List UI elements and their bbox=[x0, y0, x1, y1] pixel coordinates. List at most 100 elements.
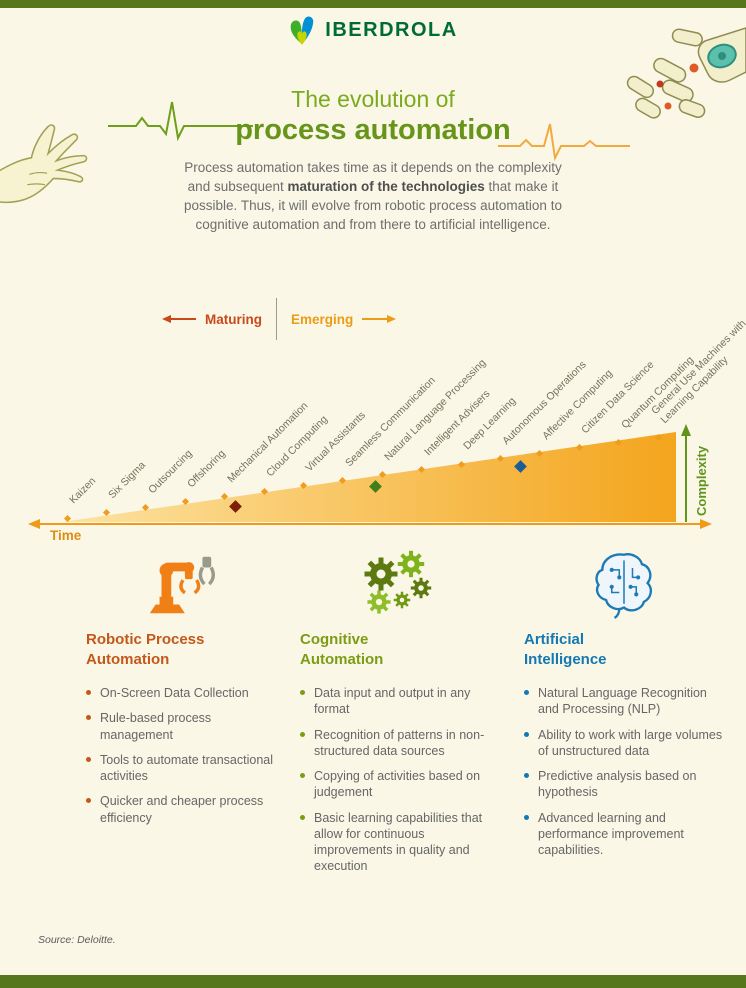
slope-dot bbox=[536, 449, 544, 457]
iberdrola-logo-icon bbox=[290, 16, 314, 45]
bullet-text: Data input and output in any format bbox=[314, 686, 471, 717]
time-axis-left-arrow-icon bbox=[28, 519, 40, 529]
bullet-item: Recognition of patterns in non-structure… bbox=[300, 727, 500, 760]
intro-paragraph: Process automation takes time as it depe… bbox=[178, 158, 568, 235]
title-line-1: The evolution of bbox=[291, 86, 455, 112]
gears-icon bbox=[357, 548, 436, 619]
title-line-2: process automation bbox=[235, 114, 511, 146]
bullet-item: Data input and output in any format bbox=[300, 685, 500, 718]
technology-label: Deep Learning bbox=[461, 395, 519, 453]
bullet-item: Predictive analysis based on hypothesis bbox=[524, 768, 724, 801]
bullet-dot bbox=[86, 715, 91, 721]
column-title: Robotic Process Automation bbox=[86, 631, 205, 668]
bullet-dot bbox=[86, 798, 91, 804]
bullet-text: Basic learning capabilities that allow f… bbox=[314, 810, 483, 874]
bullet-text: Rule-based process management bbox=[100, 711, 212, 742]
slope-dot bbox=[339, 476, 347, 484]
phase-marker-diamond bbox=[369, 480, 383, 493]
heartbeat-line-orange-icon bbox=[498, 123, 630, 162]
slope-dot bbox=[260, 487, 268, 495]
bullet-dot bbox=[524, 690, 529, 695]
bullet-dot bbox=[300, 690, 305, 695]
complexity-wedge bbox=[62, 432, 676, 522]
bullet-text: Predictive analysis based on hypothesis bbox=[538, 769, 697, 800]
maturity-legend: Maturing Emerging bbox=[162, 298, 397, 340]
technology-label: Virtual Assistants bbox=[303, 409, 369, 475]
slope-dot bbox=[102, 509, 110, 517]
column-title: Artificial Intelligence bbox=[524, 631, 607, 668]
slope-dot bbox=[418, 465, 426, 473]
technology-label: Mechanical Automation bbox=[224, 399, 310, 485]
technology-label: Offshoring bbox=[185, 447, 228, 491]
emerging-label: Emerging bbox=[291, 311, 354, 327]
phase-marker-diamond bbox=[229, 500, 243, 513]
technology-label: Kaizen bbox=[67, 475, 99, 507]
technology-label: Seamless Communication bbox=[342, 374, 438, 469]
bullet-item: Natural Language Recognition and Process… bbox=[524, 685, 724, 718]
maturing-arrow-icon bbox=[162, 315, 196, 323]
time-axis-right-arrow-icon bbox=[700, 519, 712, 529]
bullet-dot bbox=[524, 731, 529, 737]
bullet-item: Tools to automate transactional activiti… bbox=[86, 752, 276, 785]
bullet-text: Recognition of patterns in non-structure… bbox=[314, 727, 485, 758]
column-bullet-list: Natural Language Recognition and Process… bbox=[524, 685, 724, 858]
technology-label: Intelligent Advisers bbox=[421, 387, 493, 458]
bullet-text: Tools to automate transactional activiti… bbox=[100, 752, 274, 783]
technology-label: Six Sigma bbox=[106, 459, 149, 502]
column-icon-holder bbox=[86, 546, 276, 620]
feature-column: Cognitive Automation Data input and outp… bbox=[300, 546, 500, 884]
bullet-item: Quicker and cheaper process efficiency bbox=[86, 793, 276, 826]
brain-circuit-icon bbox=[595, 553, 653, 619]
slope-dot bbox=[142, 503, 150, 511]
technology-label: Quantum Computing bbox=[618, 353, 696, 431]
bullet-text: Natural Language Recognition and Process… bbox=[538, 686, 707, 717]
bullet-item: Copying of activities based on judgement bbox=[300, 768, 500, 801]
bullet-text: Quicker and cheaper process efficiency bbox=[100, 794, 264, 825]
robot-hand-illustration bbox=[626, 27, 746, 119]
feature-column: Robotic Process Automation On-Screen Dat… bbox=[86, 546, 276, 884]
column-icon-holder bbox=[300, 546, 500, 620]
slope-dot bbox=[654, 433, 662, 441]
bullet-text: Advanced learning and performance improv… bbox=[538, 810, 684, 858]
slope-dot bbox=[63, 514, 71, 522]
slope-dot bbox=[378, 471, 386, 479]
bullet-dot bbox=[300, 731, 305, 737]
intro-text-pre: Process automation takes time as it depe… bbox=[184, 160, 562, 195]
bottom-accent-bar bbox=[0, 975, 746, 988]
maturing-label: Maturing bbox=[205, 311, 262, 327]
bullet-item: Advanced learning and performance improv… bbox=[524, 810, 724, 859]
bullet-dot bbox=[300, 814, 305, 820]
bullet-item: Ability to work with large volumes of un… bbox=[524, 727, 724, 760]
slope-dot bbox=[496, 455, 504, 463]
bullet-text: On-Screen Data Collection bbox=[100, 686, 249, 700]
bullet-item: Rule-based process management bbox=[86, 710, 276, 743]
source-note: Source: Deloitte. bbox=[38, 934, 116, 946]
complexity-axis-label: Complexity bbox=[694, 445, 709, 516]
emerging-arrow-icon bbox=[362, 315, 397, 323]
slope-dot bbox=[299, 482, 307, 490]
intro-text-post: that make it possible. Thus, it will evo… bbox=[184, 179, 562, 233]
slope-dot bbox=[615, 438, 623, 446]
top-accent-bar bbox=[0, 0, 746, 8]
slope-dot bbox=[221, 492, 229, 500]
brand-name: IBERDROLA bbox=[325, 18, 458, 41]
heartbeat-line-green-icon bbox=[108, 101, 253, 142]
bullet-item: Basic learning capabilities that allow f… bbox=[300, 810, 500, 875]
technology-label: Outsourcing bbox=[145, 447, 195, 496]
feature-columns: Robotic Process Automation On-Screen Dat… bbox=[86, 546, 724, 884]
bullet-text: Copying of activities based on judgement bbox=[314, 769, 481, 800]
column-title: Cognitive Automation bbox=[300, 631, 384, 668]
bullet-text: Ability to work with large volumes of un… bbox=[538, 727, 723, 758]
bullet-dot bbox=[86, 690, 91, 695]
bullet-item: On-Screen Data Collection bbox=[86, 685, 276, 701]
page-title: The evolution of process automation bbox=[0, 86, 746, 147]
bullet-dot bbox=[300, 773, 305, 778]
technology-label: General Use Machines with Learning Capab… bbox=[649, 317, 746, 426]
slope-dot bbox=[575, 444, 583, 452]
technology-label: Cloud Computing bbox=[264, 413, 330, 480]
human-hand-illustration bbox=[0, 124, 88, 204]
column-icon-holder bbox=[524, 546, 724, 620]
phase-marker-diamond bbox=[514, 459, 528, 473]
legend-divider bbox=[276, 298, 277, 340]
